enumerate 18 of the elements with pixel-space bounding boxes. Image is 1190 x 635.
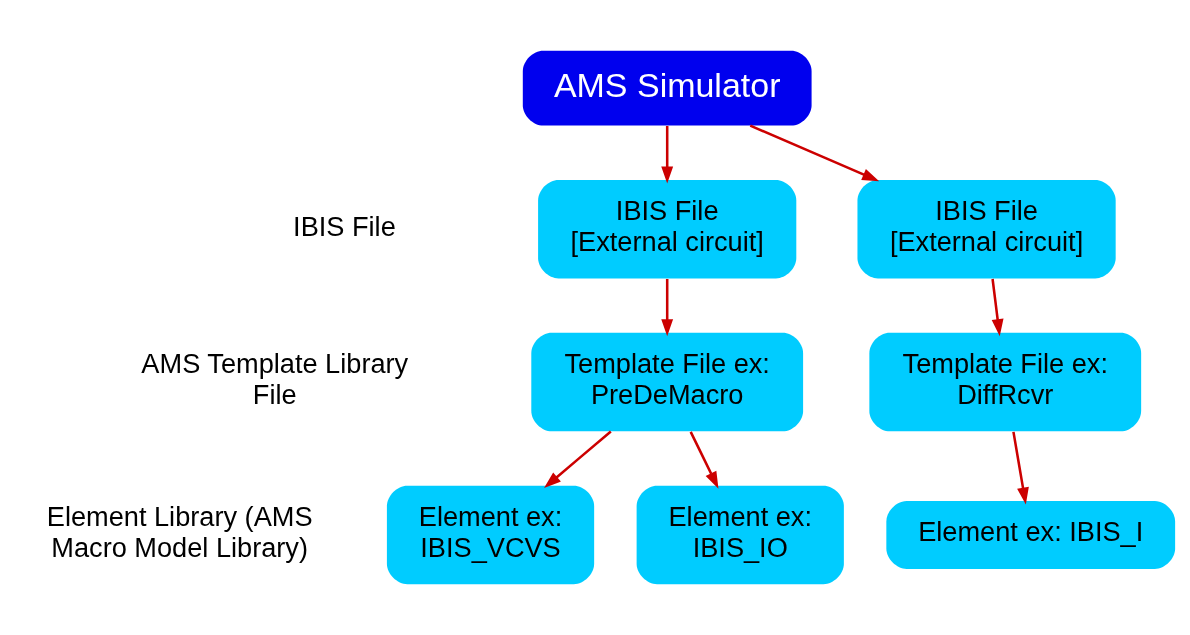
node-box: Element ex: IBIS_IO xyxy=(636,485,844,585)
node-box: IBIS File [External circuit] xyxy=(538,179,797,279)
node-box: Element ex: IBIS_VCVS xyxy=(386,485,595,585)
node-box: Template File ex: PreDeMacro xyxy=(531,332,804,432)
node-box: IBIS File [External circuit] xyxy=(857,179,1116,279)
label: Element Library (AMS Macro Model Library) xyxy=(46,501,313,563)
node-box: AMS Simulator xyxy=(522,50,812,126)
arrow xyxy=(661,126,674,184)
node-box: Element ex: IBIS_I xyxy=(886,500,1176,569)
arrow xyxy=(544,430,612,488)
arrow xyxy=(661,279,674,337)
arrow xyxy=(749,124,880,182)
arrow xyxy=(991,278,1004,337)
label: IBIS File xyxy=(293,210,396,242)
node-box: Template File ex: DiffRcvr xyxy=(869,332,1142,432)
arrow xyxy=(1012,431,1029,505)
label: AMS Template Library File xyxy=(141,348,409,410)
arrow xyxy=(689,431,719,489)
